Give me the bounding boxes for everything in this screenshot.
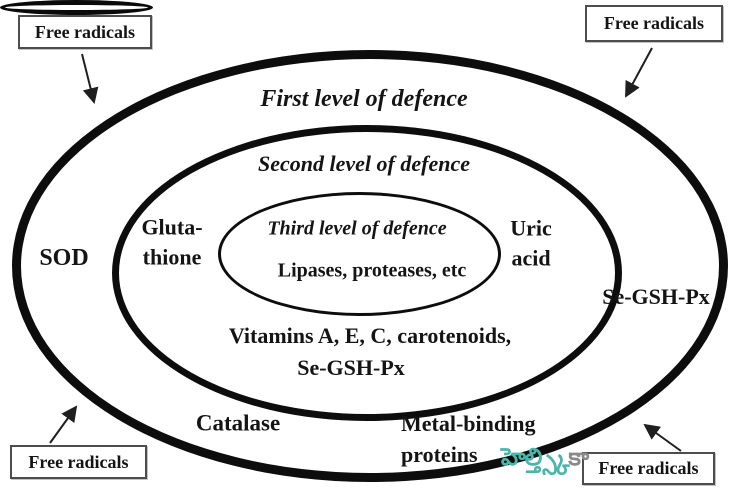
metal-binding-line1: Metal-binding	[401, 411, 536, 436]
uric-line1: Uric	[510, 215, 552, 241]
second-level-label: Second level of defence	[258, 151, 470, 177]
uric-acid-label: Uric acid	[510, 213, 552, 272]
watermark-part1: హెల్త్	[501, 445, 569, 471]
free-radicals-box-top-right: Free radicals	[585, 5, 723, 42]
watermark-part2: స్కికా	[568, 445, 589, 471]
arrow-bottom-left-icon	[49, 405, 78, 444]
watermark: హెల్త్స్కికా	[501, 444, 589, 477]
first-level-ellipse	[12, 50, 728, 482]
arrow-top-left-icon	[81, 53, 99, 104]
third-level-ellipse	[218, 192, 501, 316]
metal-binding-label: Metal-binding proteins	[401, 409, 535, 471]
arrow-top-right-icon	[625, 47, 653, 98]
uric-line2: acid	[511, 245, 551, 270]
free-radicals-box-top-left: Free radicals	[18, 15, 152, 49]
first-level-label: First level of defence	[260, 85, 468, 112]
catalase-label: Catalase	[195, 410, 281, 436]
second-level-ellipse	[112, 125, 622, 421]
core-lens-shape	[0, 0, 153, 15]
glutathione-label: Gluta- thione	[141, 212, 202, 271]
arrow-bottom-right-icon	[643, 423, 682, 452]
glutathione-line1: Gluta-	[141, 214, 203, 240]
sod-label: SOD	[39, 244, 89, 271]
free-radicals-box-bottom-right: Free radicals	[582, 452, 715, 485]
vitamins-line1-label: Vitamins A, E, C, carotenoids,	[228, 323, 512, 349]
glutathione-line2: thione	[142, 244, 202, 269]
lipases-label: Lipases, proteases, etc	[277, 259, 467, 282]
third-level-label: Third level of defence	[267, 217, 447, 240]
metal-binding-line2: proteins	[401, 441, 478, 467]
se-gsh-px-right-label: Se-GSH-Px	[602, 284, 710, 310]
free-radicals-box-bottom-left: Free radicals	[10, 445, 147, 479]
vitamins-line2-label: Se-GSH-Px	[297, 355, 405, 381]
